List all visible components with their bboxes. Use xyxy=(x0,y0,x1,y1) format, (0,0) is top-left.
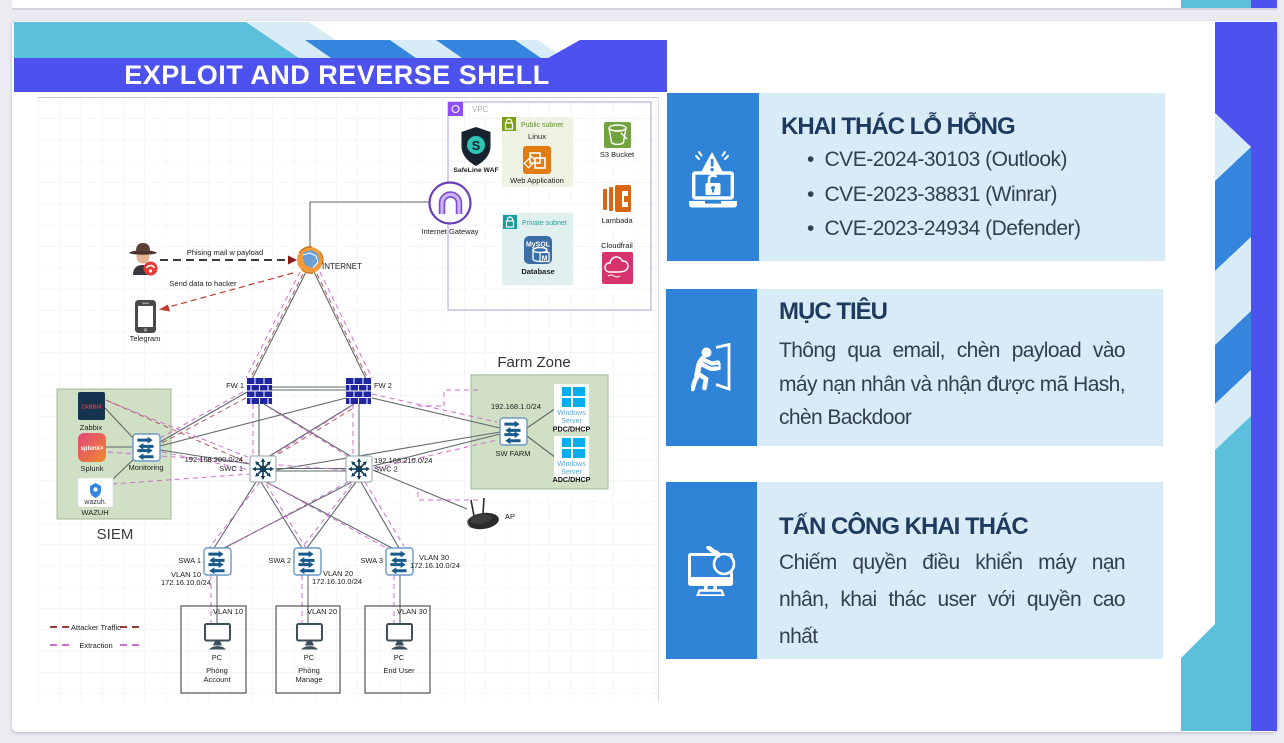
svg-text:172.16.10.0/24: 172.16.10.0/24 xyxy=(312,577,362,586)
svg-text:PDC/DHCP: PDC/DHCP xyxy=(553,425,591,434)
svg-text:Phising mail w payload: Phising mail w payload xyxy=(187,248,263,257)
svg-text:172.16.10.0/24: 172.16.10.0/24 xyxy=(410,561,460,570)
svg-text:Public subnet: Public subnet xyxy=(521,122,563,129)
svg-text:Monitoring: Monitoring xyxy=(128,463,163,472)
svg-text:Phòng: Phòng xyxy=(298,666,320,675)
svg-text:Lambada: Lambada xyxy=(601,216,633,225)
svg-text:M: M xyxy=(542,256,548,263)
svg-text:VLAN 20: VLAN 20 xyxy=(323,569,353,578)
svg-text:PC: PC xyxy=(212,653,223,662)
svg-text:PC: PC xyxy=(394,653,405,662)
svg-text:Phòng: Phòng xyxy=(206,666,228,675)
svg-text:FW 2: FW 2 xyxy=(374,381,392,390)
svg-text:Server: Server xyxy=(561,418,582,425)
svg-text:S: S xyxy=(472,138,481,153)
svg-text:Manage: Manage xyxy=(295,675,322,684)
svg-text:Extraction: Extraction xyxy=(79,641,112,650)
svg-text:192.168.1.0/24: 192.168.1.0/24 xyxy=(491,402,541,411)
svg-text:FW 1: FW 1 xyxy=(226,381,244,390)
svg-text:Database: Database xyxy=(521,267,554,276)
svg-text:Linux: Linux xyxy=(528,132,546,141)
svg-text:SIEM: SIEM xyxy=(97,526,134,543)
svg-text:Windows: Windows xyxy=(557,410,586,417)
svg-text:VLAN 30: VLAN 30 xyxy=(419,553,449,562)
svg-text:Web Application: Web Application xyxy=(510,176,564,185)
svg-text:Windows: Windows xyxy=(557,461,586,468)
svg-text:splunk>: splunk> xyxy=(81,446,104,452)
svg-text:wazuh.: wazuh. xyxy=(83,499,106,506)
svg-text:Account: Account xyxy=(203,675,231,684)
svg-text:INTERNET: INTERNET xyxy=(322,262,362,271)
svg-text:PC: PC xyxy=(304,653,315,662)
svg-text:SW FARM: SW FARM xyxy=(496,449,531,458)
svg-text:VLAN 10: VLAN 10 xyxy=(213,607,243,616)
svg-text:172.16.10.0/24: 172.16.10.0/24 xyxy=(161,578,211,587)
svg-text:MySQL: MySQL xyxy=(526,242,551,249)
svg-text:Splunk: Splunk xyxy=(81,464,104,473)
svg-text:192.168.200.0/24: 192.168.200.0/24 xyxy=(185,455,243,464)
svg-text:ADC/DHCP: ADC/DHCP xyxy=(553,475,591,484)
svg-text:Server: Server xyxy=(561,469,582,476)
svg-text:EXPLOIT AND REVERSE SHELL: EXPLOIT AND REVERSE SHELL xyxy=(124,60,550,90)
svg-text:Internet Gateway: Internet Gateway xyxy=(421,227,478,236)
svg-text:Attacker Traffic: Attacker Traffic xyxy=(71,623,121,632)
svg-text:WAZUH: WAZUH xyxy=(81,508,108,517)
svg-text:SWA 1: SWA 1 xyxy=(178,556,201,565)
svg-text:Telegram: Telegram xyxy=(130,334,161,343)
svg-text:192.168.210.0/24: 192.168.210.0/24 xyxy=(374,456,432,465)
svg-text:VLAN 10: VLAN 10 xyxy=(171,570,201,579)
svg-text:SafeLine WAF: SafeLine WAF xyxy=(453,167,498,174)
svg-text:Private subnet: Private subnet xyxy=(522,220,567,227)
svg-text:Farm Zone: Farm Zone xyxy=(497,354,570,371)
svg-text:VLAN 20: VLAN 20 xyxy=(307,607,337,616)
svg-text:S3 Bucket: S3 Bucket xyxy=(600,150,635,159)
svg-text:SWA 3: SWA 3 xyxy=(360,556,383,565)
svg-text:Zabbix: Zabbix xyxy=(80,423,103,432)
svg-text:Send data to hacker: Send data to hacker xyxy=(169,279,237,288)
svg-text:SWC 1: SWC 1 xyxy=(219,464,243,473)
svg-text:SWC 2: SWC 2 xyxy=(374,465,398,474)
svg-text:End User: End User xyxy=(383,666,415,675)
svg-text:AP: AP xyxy=(505,512,515,521)
svg-text:ZABBIX: ZABBIX xyxy=(81,405,102,411)
svg-text:VPC: VPC xyxy=(472,105,489,114)
svg-text:Cloudfrail: Cloudfrail xyxy=(601,241,633,250)
svg-text:SWA 2: SWA 2 xyxy=(268,556,291,565)
svg-text:VLAN 30: VLAN 30 xyxy=(397,607,427,616)
